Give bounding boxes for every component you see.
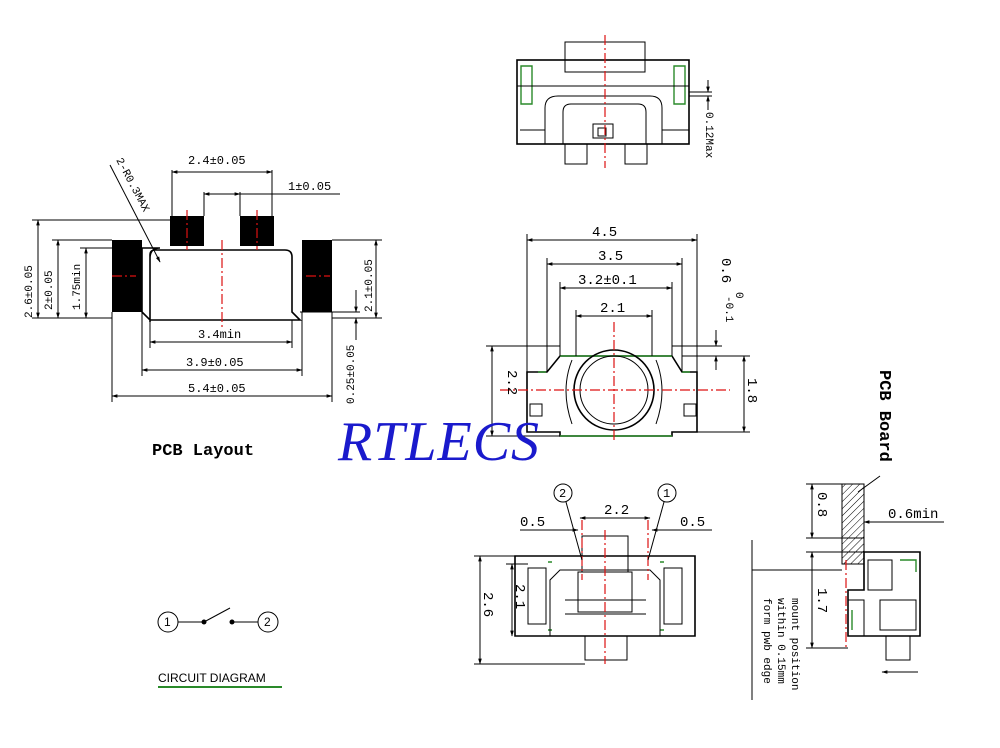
- dim-w-body: 3.5: [598, 249, 623, 265]
- pcb-board: [841, 483, 865, 565]
- pcb-layout-title: PCB Layout: [152, 442, 254, 461]
- dim-height-inner: 2±0.05: [44, 270, 56, 310]
- note-line-3: form pwb edge: [760, 598, 772, 684]
- dim-h-body: 1.8: [743, 378, 759, 403]
- dim-height-min: 1.75min: [72, 264, 84, 310]
- top-view: 0.12Max: [516, 35, 714, 168]
- pcb-board-label: PCB Board: [874, 370, 893, 462]
- front-view: 4.5 3.5 3.2±0.1 2.1 2.2 1.8 0.6 0 -0.1: [486, 225, 759, 440]
- pin-label-2: 2: [559, 487, 566, 501]
- side-view: PCB Board 0.8 0.6min 1.7 mount position …: [751, 370, 944, 700]
- dim-pad-right: 0.5: [680, 515, 705, 531]
- bottom-view: 2 1 2.2 0.5 0.5 2.6 2.1: [474, 483, 712, 665]
- dim-w-inner: 3.2±0.1: [578, 273, 637, 289]
- dim-height-outer: 2.6±0.05: [24, 265, 36, 318]
- note-line-1: mount position: [788, 598, 800, 690]
- dim-tol-sup: 0: [732, 292, 744, 299]
- dim-board-offset: 0.8: [813, 492, 829, 517]
- dim-radius: 2-R0.3MAX: [112, 156, 151, 214]
- dim-width-min: 3.4min: [198, 328, 241, 342]
- dim-width-inner: 3.9±0.05: [186, 356, 244, 370]
- dim-width-outer: 5.4±0.05: [188, 382, 246, 396]
- node-1-label: 1: [164, 615, 171, 629]
- dim-pad-left: 0.5: [520, 515, 545, 531]
- circuit-diagram: 1 2 CIRCUIT DIAGRAM: [157, 607, 282, 688]
- dim-tol-top: 0.6: [717, 258, 733, 283]
- dim-h-total: 2.2: [503, 370, 519, 395]
- pin-label-1: 1: [663, 487, 670, 501]
- dim-pad-pitch: 2.4±0.05: [188, 154, 246, 168]
- dim-right-offset: 0.25±0.05: [346, 345, 358, 404]
- note-line-2: within 0.15mm: [774, 598, 786, 684]
- dim-tol-sub: -0.1: [722, 296, 734, 323]
- watermark: RTLECS: [337, 411, 540, 473]
- dim-height: 1.7: [813, 588, 829, 613]
- dim-w-outer: 4.5: [592, 225, 617, 241]
- dim-h-inner: 2.1: [511, 584, 527, 609]
- dim-pad-width: 1±0.05: [288, 180, 331, 194]
- circuit-title: CIRCUIT DIAGRAM: [158, 671, 266, 685]
- node-2: [257, 611, 279, 633]
- pcb-layout: 2.4±0.05 1±0.05 2-R0.3MAX 2.6±0.05 2±0.0…: [24, 154, 382, 461]
- dim-max-thickness: 0.12Max: [702, 112, 714, 159]
- node-2-label: 2: [264, 615, 271, 629]
- dim-w-button: 2.1: [600, 301, 625, 317]
- dim-pitch: 2.2: [604, 503, 629, 519]
- dim-gap: 0.6min: [888, 507, 938, 523]
- dim-right-height: 2.1±0.05: [364, 259, 376, 312]
- dim-h-outer: 2.6: [479, 592, 495, 617]
